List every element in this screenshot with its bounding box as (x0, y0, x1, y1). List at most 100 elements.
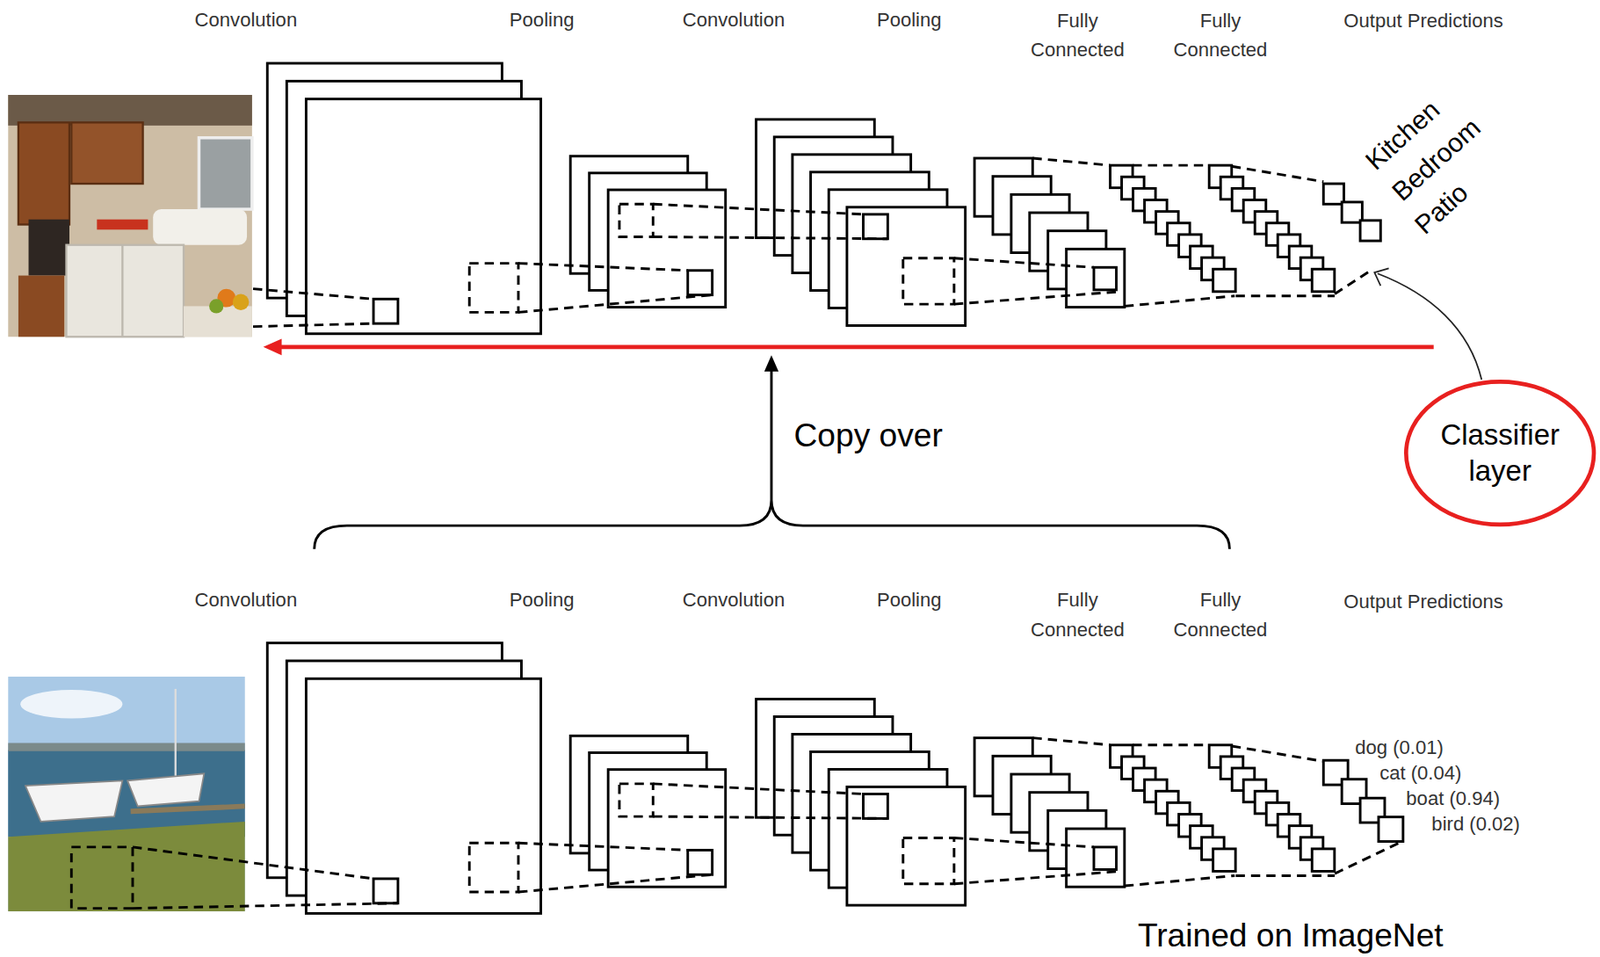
photo-pots (96, 219, 148, 231)
fc-unit (1311, 848, 1335, 872)
fc-map (1066, 248, 1125, 307)
photo-fridge (65, 245, 184, 338)
kernel-square (687, 849, 713, 875)
photo-shore (7, 742, 245, 751)
receptive-field (903, 837, 955, 884)
dashed-line (132, 847, 374, 879)
layer-heading: Pooling (876, 9, 942, 32)
dashed-line (1235, 874, 1335, 877)
photo-cabinet (71, 122, 143, 184)
red-arrow-line (277, 345, 1434, 350)
photo-fruit (209, 298, 224, 313)
layer-heading: Convolution (195, 9, 298, 32)
dashed-line (954, 258, 1094, 268)
dashed-line (253, 289, 374, 300)
kitchen-photo (7, 94, 253, 337)
dashed-line (518, 263, 688, 271)
caption-note: Trained on ImageNet (1137, 917, 1444, 956)
kernel-square (863, 214, 889, 239)
layer-heading: Convolution (682, 588, 786, 611)
dashed-line (652, 783, 863, 795)
dashed-line (1334, 269, 1373, 295)
layer-heading: Fully Connected (1021, 586, 1135, 645)
prediction-label: bird (0.02) (1431, 813, 1521, 836)
kernel-square (373, 878, 399, 904)
layer-heading: Output Predictions (1343, 10, 1504, 33)
dashed-line (1124, 296, 1235, 307)
kernel-square (687, 270, 713, 296)
layer-heading: Convolution (682, 9, 786, 32)
fc-unit (1213, 848, 1237, 872)
photo-dock (130, 805, 246, 811)
photo-ground (7, 94, 253, 337)
dashed-line (518, 874, 713, 892)
photo-oven (28, 219, 70, 276)
dashed-line (518, 295, 713, 313)
dashed-line (1334, 840, 1404, 874)
dashed-line (518, 842, 688, 850)
receptive-field (469, 842, 519, 892)
kernel-square (1093, 847, 1117, 870)
dashed-line (132, 903, 399, 909)
photo-boat (127, 773, 204, 806)
conv-map (847, 207, 966, 326)
output-unit (1378, 817, 1404, 842)
dashed-line (1231, 745, 1325, 761)
circle-shape (1405, 381, 1594, 525)
kernel-square (863, 794, 889, 819)
photo-sky (7, 676, 245, 912)
dashed-line (954, 837, 1094, 847)
receptive-field (469, 263, 519, 313)
node-text: Classifier layer (1422, 416, 1579, 489)
conv-map (847, 786, 966, 905)
photo-shadow (7, 94, 253, 126)
layer-heading: Pooling (876, 588, 942, 611)
classifier-circle: Classifier layer (1403, 378, 1598, 529)
leader-line (1377, 273, 1482, 380)
dashed-line (652, 816, 888, 819)
dashed-line (954, 871, 1117, 884)
photo-cabinet (18, 275, 65, 338)
output-unit (1360, 220, 1381, 241)
kernel-square (373, 298, 399, 324)
photo-appliance (152, 209, 247, 246)
prediction-label: boat (0.94) (1405, 788, 1500, 811)
dashed-line (1124, 875, 1235, 886)
dashed-line (1032, 158, 1110, 166)
leader-head (1374, 267, 1389, 286)
dashed-line (954, 291, 1117, 305)
photo-fridge-line (121, 245, 124, 338)
photo-boat (25, 780, 123, 821)
conv-map (305, 99, 541, 334)
photo-fruit (232, 293, 250, 311)
receptive-field (903, 258, 955, 305)
layer-heading: Pooling (509, 588, 575, 611)
photo-grass (7, 821, 245, 912)
kernel-square (1093, 267, 1117, 290)
brace (314, 499, 1231, 550)
dashed-line (1231, 166, 1325, 181)
circle-outline (1403, 378, 1598, 529)
layer-heading: Output Predictions (1343, 591, 1504, 614)
prediction-label: dog (0.01) (1354, 737, 1444, 760)
dashed-line (253, 323, 374, 326)
fc-unit (1311, 268, 1335, 292)
layer-heading: Pooling (509, 9, 575, 32)
annotation: Copy over (794, 417, 943, 456)
receptive-field (619, 783, 653, 817)
boat-photo (7, 676, 245, 912)
photo-mast (174, 688, 177, 776)
dashed-line (1132, 164, 1210, 167)
layer-heading: Fully Connected (1164, 7, 1277, 66)
layer-heading: Convolution (195, 588, 298, 611)
photo-cloud (20, 689, 123, 719)
red-arrow-head (263, 339, 283, 356)
copy-arrow-head (764, 354, 779, 372)
network-drawing (71, 63, 1404, 913)
conv-map (305, 678, 541, 913)
dashed-line (1032, 738, 1110, 746)
dashed-line (652, 203, 863, 215)
receptive-field (71, 847, 133, 909)
